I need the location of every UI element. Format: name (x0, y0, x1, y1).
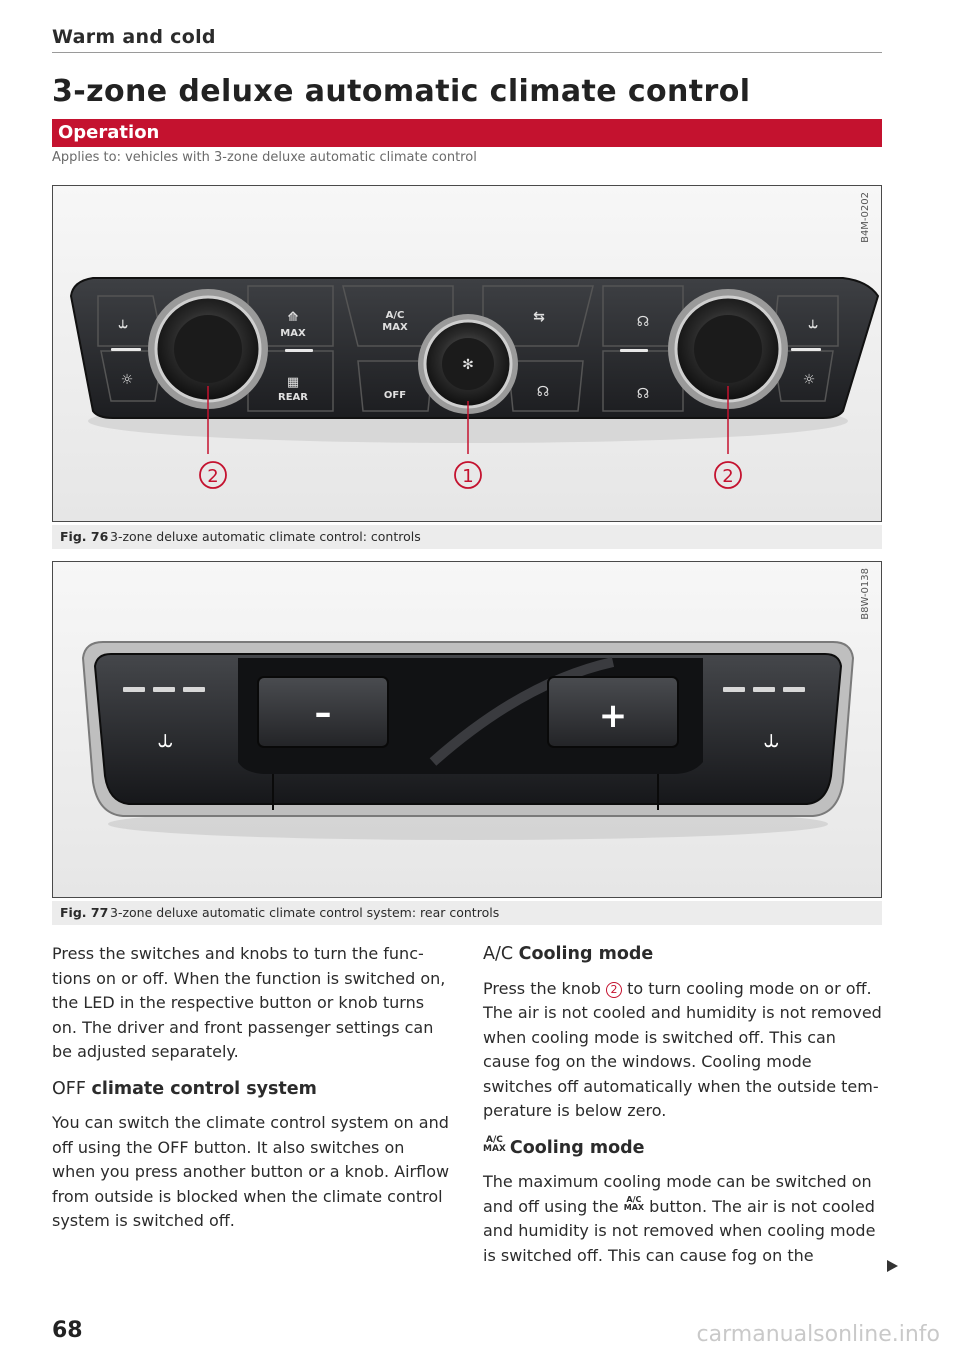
svg-text:⟰: ⟰ (288, 310, 299, 325)
off-heading-prefix: OFF (52, 1078, 86, 1099)
intro-paragraph: Press the switches and knobs to turn the… (52, 944, 446, 1061)
svg-text:▦: ▦ (287, 375, 299, 390)
ac-max-heading-title: Cooling mode (509, 1137, 645, 1158)
off-heading-title: climate control system (91, 1078, 317, 1099)
ac-heading-prefix: A/C (483, 944, 514, 964)
page-title: 3-zone deluxe automatic climate control (52, 74, 751, 109)
svg-text:⥿: ⥿ (764, 724, 779, 754)
svg-text:☼: ☼ (121, 372, 134, 388)
figure-77-caption-label: Fig. 77 (60, 905, 109, 920)
continued-arrow-icon (887, 1260, 898, 1272)
watermark: carmanualsonline.info (696, 1322, 940, 1347)
operation-banner-label: Operation (58, 122, 160, 143)
svg-text:MAX: MAX (382, 322, 408, 333)
ac-paragraph: Press the knob 2 to turn cooling mode on… (483, 978, 882, 1121)
svg-text:MAX: MAX (280, 328, 306, 339)
front-climate-panel-illustration: ⥿ ☼ ⟰ MAX ▦ REAR A/C MAX OFF ⇆ ✻ ☊ ☊ ☊ ⥿… (69, 277, 880, 489)
svg-text:A/C: A/C (386, 310, 405, 321)
callout-2-left: 2 (207, 466, 218, 487)
svg-text:+: + (599, 696, 628, 736)
svg-text:☊: ☊ (537, 384, 549, 400)
svg-text:OFF: OFF (384, 390, 406, 401)
callout-2-right: 2 (722, 466, 733, 487)
right-column: A/C Cooling mode Press the knob 2 to tur… (483, 942, 883, 1280)
svg-text:⥿: ⥿ (118, 313, 127, 332)
page-number: 68 (52, 1318, 83, 1343)
svg-text:☼: ☼ (803, 372, 816, 388)
figure-76-caption: Fig. 76 3-zone deluxe automatic climate … (52, 525, 882, 549)
ac-heading-title: Cooling mode (518, 944, 654, 964)
svg-text:⇆: ⇆ (533, 309, 545, 325)
left-column: Press the switches and knobs to turn the… (52, 942, 452, 1246)
rear-climate-panel-illustration: – + ⥿ ⥿ (81, 641, 855, 840)
callout-1-center: 1 (462, 466, 473, 487)
section-header: Warm and cold (52, 26, 216, 48)
svg-text:✻: ✻ (462, 357, 474, 373)
svg-text:⥿: ⥿ (158, 724, 173, 754)
off-paragraph: You can switch the climate control syste… (52, 1113, 450, 1230)
figure-77: B8W-0138 – (52, 561, 882, 898)
ac-heading: A/C Cooling mode (483, 942, 883, 967)
off-heading: OFF climate control system (52, 1077, 452, 1102)
figure-76-caption-label: Fig. 76 (60, 529, 109, 544)
svg-text:☊: ☊ (637, 386, 649, 402)
operation-banner: Operation (52, 119, 882, 147)
applies-to: Applies to: vehicles with 3-zone deluxe … (52, 150, 477, 165)
figure-77-caption-text: 3-zone deluxe automatic climate control … (110, 905, 500, 920)
figure-77-caption: Fig. 77 3-zone deluxe automatic climate … (52, 901, 882, 925)
svg-text:–: – (315, 693, 332, 733)
figure-76-caption-text: 3-zone deluxe automatic climate control:… (110, 529, 421, 544)
header-rule (52, 52, 882, 53)
svg-text:REAR: REAR (278, 392, 308, 403)
svg-text:⥿: ⥿ (808, 313, 817, 332)
ac-max-paragraph: The maximum cooling mode can be switched… (483, 1172, 876, 1265)
figure-76: B4M-0202 (52, 185, 882, 522)
svg-text:☊: ☊ (637, 314, 649, 330)
knob-reference-number: 2 (605, 981, 622, 998)
